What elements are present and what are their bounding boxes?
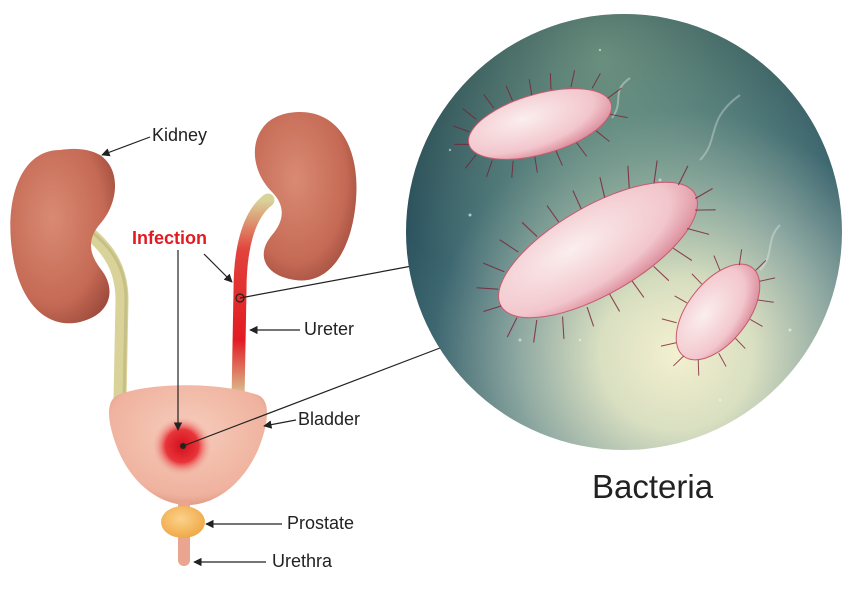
bacteria-label: Bacteria [592, 468, 714, 505]
right-ureter [231, 193, 275, 407]
bacteria-icon [660, 249, 776, 376]
magnify-line-top [239, 265, 413, 299]
ureter-label: Ureter [304, 319, 355, 339]
bladder-label: Bladder [298, 409, 361, 429]
left-ureter [81, 225, 129, 407]
bladder-arrow [263, 419, 297, 429]
left-kidney [10, 148, 116, 324]
magnified-view-icon [406, 14, 842, 450]
kidney-arrow [101, 136, 151, 157]
bacteria-icon [453, 70, 628, 178]
kidney-label: Kidney [152, 125, 208, 145]
infection-label: Infection [132, 228, 207, 248]
bacteria-icon [476, 160, 716, 343]
bladder-focus-dot [180, 443, 186, 449]
magnify-line-bottom [182, 347, 441, 447]
right-kidney [254, 112, 357, 281]
infection-arrow-ureter [203, 253, 233, 283]
urethra-label: Urethra [272, 551, 333, 571]
ureter-focus-dot [235, 293, 245, 303]
prostate-shape [161, 506, 205, 538]
left-ureter-shade [91, 230, 128, 401]
prostate-label: Prostate [287, 513, 355, 533]
